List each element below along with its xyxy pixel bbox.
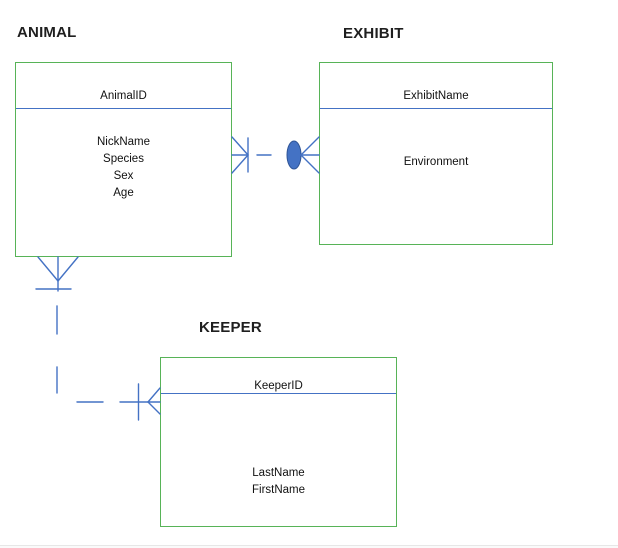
animal-exhibit-connector[interactable] [231,136,320,174]
entity-animal-key-section: AnimalID [16,63,231,109]
entity-keeper-attribute: LastName [252,467,305,479]
entity-title-keeper: KEEPER [199,319,262,336]
crows-foot-many-icon [300,136,320,174]
entity-keeper-attribute: FirstName [251,484,306,496]
entity-animal-attribute: Species [103,153,144,165]
crows-foot-many-icon [147,387,161,415]
entity-box-exhibit[interactable]: ExhibitName Environment [319,62,553,245]
entity-animal-key-attribute: AnimalID [100,90,147,102]
page-break-area [0,546,618,548]
page-break-line [0,545,618,546]
entity-animal-attribute: NickName [96,136,151,148]
relationship-oval-icon [286,140,302,170]
entity-keeper-key-attribute: KeeperID [254,380,303,392]
entity-title-exhibit: EXHIBIT [343,25,404,42]
entity-exhibit-key-section: ExhibitName [320,63,552,109]
animal-keeper-connector[interactable] [35,256,161,421]
entity-box-animal[interactable]: AnimalID NickName Species Sex Age [15,62,232,257]
entity-animal-attributes-section: NickName Species Sex Age [16,109,231,202]
entity-animal-attribute: Age [113,187,134,199]
entity-exhibit-attributes-section: Environment [320,109,552,171]
entity-animal-attribute: Sex [113,170,134,182]
entity-exhibit-key-attribute: ExhibitName [403,90,469,102]
entity-exhibit-attribute: Environment [403,156,469,168]
entity-box-keeper[interactable]: KeeperID LastName FirstName [160,357,397,527]
crows-foot-many-icon [231,136,249,174]
entity-keeper-key-section: KeeperID [161,358,396,394]
crows-foot-many-icon [37,256,79,292]
entity-keeper-attributes-section: LastName FirstName [161,394,396,499]
entity-title-animal: ANIMAL [17,24,77,41]
